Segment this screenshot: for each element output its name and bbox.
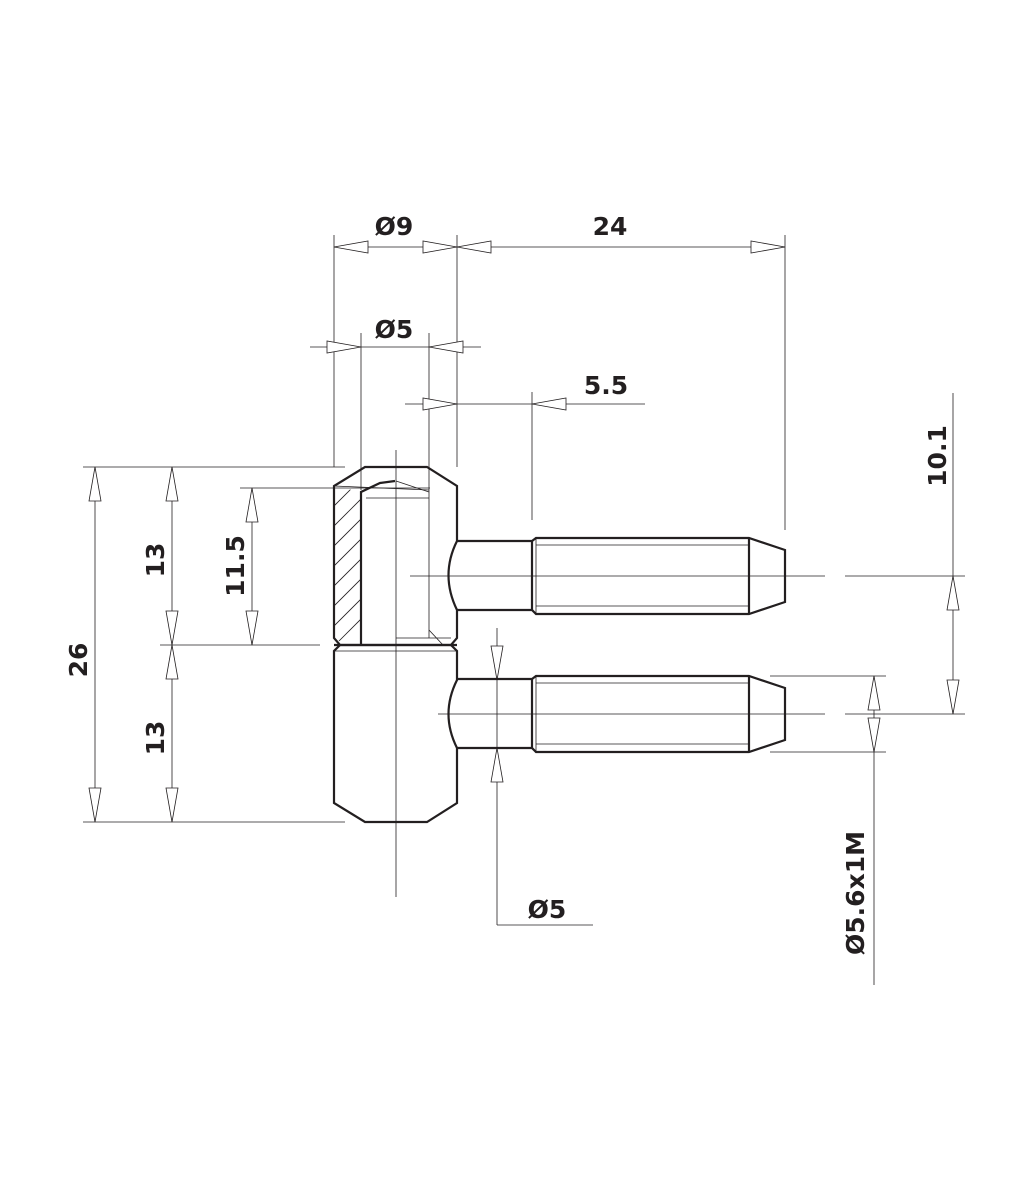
arrowhead-icon bbox=[326, 340, 362, 354]
arrowhead-icon bbox=[422, 397, 458, 411]
arrowhead-icon bbox=[946, 575, 960, 611]
section-hatching bbox=[334, 486, 361, 645]
arrowhead-icon bbox=[946, 679, 960, 715]
dim-pin-spacing: 10.1 bbox=[923, 425, 952, 487]
arrowhead-icon bbox=[422, 240, 458, 254]
arrowhead-icon bbox=[245, 610, 259, 646]
arrowhead-icon bbox=[245, 487, 259, 523]
arrowhead-icon bbox=[88, 466, 102, 502]
arrowhead-icon bbox=[333, 240, 369, 254]
dim-lower-height: 13 bbox=[141, 721, 170, 756]
dim-bore-diameter: Ø5 bbox=[375, 315, 414, 344]
arrowhead-icon bbox=[88, 787, 102, 823]
arrowhead-icon bbox=[165, 466, 179, 502]
bore-inner-lines bbox=[333, 480, 457, 652]
arrowhead-icon bbox=[490, 747, 504, 783]
arrowhead-icon bbox=[165, 644, 179, 680]
arrowhead-icon bbox=[490, 645, 504, 681]
lower-pin bbox=[457, 674, 787, 754]
arrowhead-icon bbox=[165, 787, 179, 823]
dim-upper-height: 13 bbox=[141, 543, 170, 578]
dim-bore-depth: 11.5 bbox=[221, 535, 250, 597]
center-lines bbox=[395, 450, 825, 897]
upper-pin bbox=[457, 536, 787, 616]
arrowhead-icon bbox=[867, 717, 881, 753]
arrowhead-icon bbox=[867, 675, 881, 711]
hinge-body bbox=[332, 465, 459, 824]
arrowhead-icon bbox=[750, 240, 786, 254]
dim-pin-offset: 5.5 bbox=[584, 371, 628, 400]
arrowhead-icon bbox=[165, 610, 179, 646]
dim-pin-diameter: Ø5 bbox=[528, 895, 567, 924]
arrowhead-icon bbox=[428, 340, 464, 354]
dim-thread: Ø5.6x1M bbox=[841, 831, 870, 955]
dim-body-diameter: Ø9 bbox=[375, 212, 414, 241]
arrowhead-icon bbox=[531, 397, 567, 411]
arrowhead-icon bbox=[456, 240, 492, 254]
dim-pin-length: 24 bbox=[593, 212, 628, 241]
dimension-arrows bbox=[88, 240, 960, 823]
dim-total-height: 26 bbox=[64, 643, 93, 678]
